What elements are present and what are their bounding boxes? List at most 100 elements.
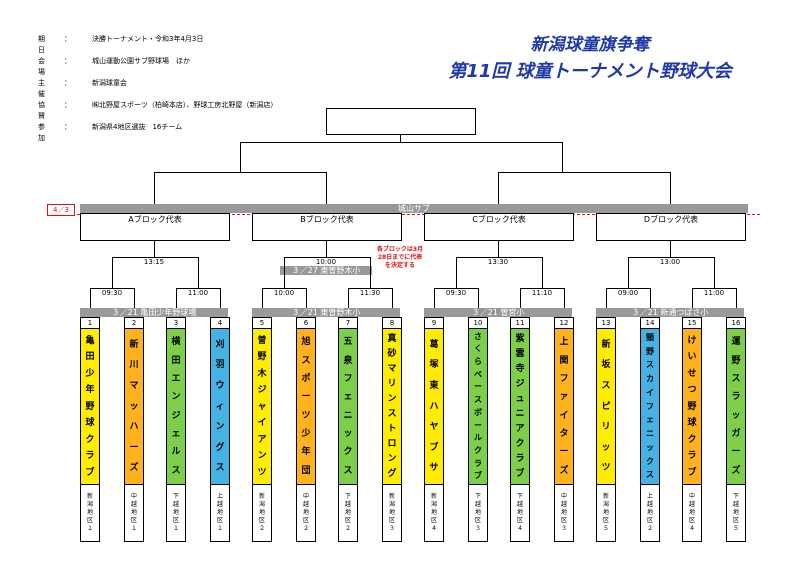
bracket-line [520, 288, 521, 317]
bracket-line [520, 288, 564, 289]
champion-box [326, 108, 476, 135]
block-b-box: Bブロック代表 [252, 213, 402, 241]
info-key: 会 場 [38, 57, 59, 76]
team-name: 運野スラッガーズ [726, 328, 746, 485]
bracket-line [714, 257, 715, 288]
block-note: 各ブロックは3月28日までに代表を決定する [376, 246, 424, 269]
info-key: 参 加 [38, 123, 59, 142]
bracket-line [176, 288, 177, 317]
bracket-line [240, 142, 241, 172]
block-d-box: Dブロック代表 [596, 213, 746, 241]
info-row: 主 催：新潟球童会 [38, 79, 127, 98]
bracket-line [284, 257, 370, 258]
page-title: 新潟球童旗争奪 第11回 球童トーナメント野球大会 [440, 30, 740, 83]
bracket-line [736, 288, 737, 317]
team-name: 紫雲寺ジュニアクラブ [510, 328, 530, 485]
block-c-venue: ３／21 曽宮小 [424, 308, 572, 317]
bracket-line [112, 257, 113, 288]
bracket-line [262, 288, 306, 289]
final-date-tag: 4／3 [47, 204, 75, 216]
bracket-line [154, 240, 155, 257]
first-round-time: 09:30 [445, 289, 467, 297]
first-round-time: 11:00 [187, 289, 209, 297]
bracket-line [692, 288, 693, 317]
team-number: 11 [510, 317, 530, 329]
bracket-line [370, 257, 371, 288]
bracket-line [176, 288, 220, 289]
team-name: 頸野スカイフェニックス [640, 328, 660, 485]
bracket-line [606, 288, 650, 289]
team-name: 新坂スピリッツ [596, 328, 616, 485]
title-line2: 第11回 球童トーナメント野球大会 [448, 61, 732, 82]
bracket-line [262, 288, 263, 317]
block-final-time: 10:00 [315, 258, 337, 266]
bracket-line [606, 288, 607, 317]
bracket-line [198, 257, 199, 288]
bracket-line [134, 288, 135, 317]
block-final-time: 13:00 [659, 258, 681, 266]
bracket-line [392, 288, 393, 317]
team-name: 刈羽ウィングス [210, 328, 230, 485]
info-row: 参 加：新潟県4地区選抜 16チーム [38, 123, 183, 142]
team-name: 横田エンジェルス [166, 328, 186, 485]
bracket-line [306, 288, 307, 317]
info-key: 期 日 [38, 35, 59, 54]
team-name: けいせつ野球クラブ [682, 328, 702, 485]
bracket-line [498, 172, 670, 173]
bracket-line [112, 257, 198, 258]
first-round-time: 09:00 [617, 289, 639, 297]
info-row: 期 日：決勝トーナメント・令和3年4月3日 [38, 35, 204, 54]
bracket-line [90, 288, 91, 317]
block-c-box: Cブロック代表 [424, 213, 574, 241]
final-date-line [47, 214, 760, 215]
first-round-time: 10:00 [273, 289, 295, 297]
block-b-venue: ３／21 東曽野木小 [252, 308, 400, 317]
bracket-line [670, 172, 671, 213]
team-name: さくらベースボールクラブ [468, 328, 488, 485]
bracket-line [348, 288, 349, 317]
info-key: 協 賛 [38, 101, 59, 120]
info-value: ㈱北野屋スポーツ（柏崎本店）、野球工房北野屋（新潟店） [92, 101, 278, 109]
first-round-time: 09:30 [101, 289, 123, 297]
info-value: 決勝トーナメント・令和3年4月3日 [92, 35, 204, 43]
block-b-final-venue: ３／27 東曽野木小 [280, 266, 372, 275]
first-round-time: 11:30 [359, 289, 381, 297]
bracket-line [154, 172, 326, 173]
title-line1: 新潟球童旗争奪 [530, 35, 650, 55]
info-row: 会 場：城山運動公園サブ野球場 ほか [38, 57, 190, 76]
bracket-line [498, 172, 499, 213]
block-a-box: Aブロック代表 [80, 213, 230, 241]
block-final-time: 13:15 [143, 258, 165, 266]
bracket-line [400, 134, 401, 142]
team-name: 上関ファイターズ [554, 328, 574, 485]
info-value: 新潟県4地区選抜 16チーム [92, 123, 183, 131]
bracket-line [498, 240, 499, 257]
team-name: 亀田少年野球クラブ [80, 328, 100, 485]
bracket-line [434, 288, 435, 317]
info-value: 新潟球童会 [92, 79, 127, 87]
team-name: 五泉フェニックス [338, 328, 358, 485]
bracket-line [284, 257, 285, 288]
team-name: 真砂マリンストロング [382, 328, 402, 485]
first-round-time: 11:10 [531, 289, 553, 297]
bracket-line [670, 240, 671, 257]
bracket-line [456, 257, 542, 258]
team-name: 葛塚東ハヤブサ [424, 328, 444, 485]
bracket-line [456, 257, 457, 288]
bracket-line [478, 288, 479, 317]
bracket-line [542, 257, 543, 288]
bracket-line [692, 288, 736, 289]
first-round-time: 11:00 [703, 289, 725, 297]
block-a-venue: ３／21 亀田少年野球場 [80, 308, 228, 317]
